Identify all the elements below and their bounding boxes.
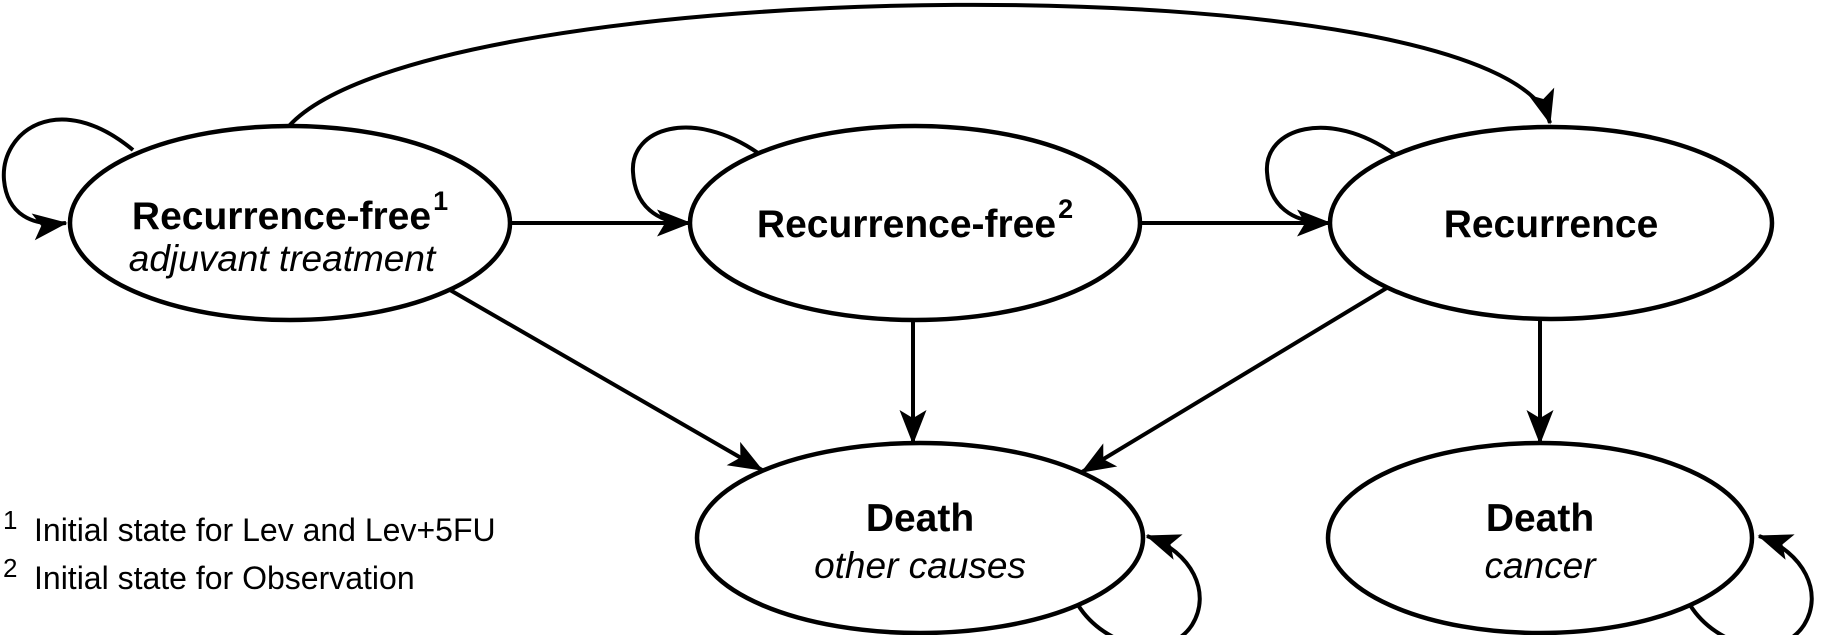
edge-recurrence-to-death-other-causes: [1080, 284, 1392, 474]
footnote-2-marker: 2: [3, 553, 17, 583]
node-subtitle-death-other-causes: other causes: [814, 545, 1026, 586]
footnotes: 1 Initial state for Lev and Lev+5FU 2 In…: [3, 505, 496, 596]
node-ellipse-recurrence-free-1: [67, 123, 513, 323]
node-title-death-other-causes: Death: [866, 497, 974, 540]
state-node-death-cancer: Death cancer: [1325, 440, 1755, 635]
node-title-recurrence: Recurrence: [1444, 203, 1659, 246]
node-subtitle-death-cancer: cancer: [1484, 545, 1597, 586]
state-node-recurrence: Recurrence: [1327, 124, 1775, 322]
self-loop-recurrence: [1264, 125, 1396, 224]
state-node-recurrence-free-1: Recurrence-free1 adjuvant treatment: [67, 123, 513, 323]
node-title-recurrence-free-2: Recurrence-free2: [757, 194, 1073, 246]
edge-recurrence-free-1-to-recurrence: [287, 2, 1555, 128]
node-ellipse-death-cancer: [1325, 440, 1755, 635]
state-node-death-other-causes: Death other causes: [694, 440, 1146, 635]
node-ellipse-death-other-causes: [694, 440, 1146, 635]
node-subtitle-recurrence-free-1: adjuvant treatment: [129, 238, 437, 279]
node-title-recurrence-free-1: Recurrence-free1: [132, 186, 448, 238]
state-node-recurrence-free-2: Recurrence-free2: [687, 123, 1143, 323]
footnote-2-text: Initial state for Observation: [34, 560, 415, 596]
self-loop-recurrence-free-1: [1, 117, 135, 241]
node-title-death-cancer: Death: [1486, 497, 1594, 540]
edge-recurrence-free-1-to-death-other-causes: [449, 288, 764, 472]
node-ellipse-recurrence-free-2: [687, 123, 1143, 323]
self-loop-recurrence-free-2: [630, 125, 760, 225]
footnote-1-marker: 1: [3, 505, 17, 535]
footnote-1-text: Initial state for Lev and Lev+5FU: [34, 512, 496, 548]
node-ellipse-recurrence: [1327, 124, 1775, 322]
